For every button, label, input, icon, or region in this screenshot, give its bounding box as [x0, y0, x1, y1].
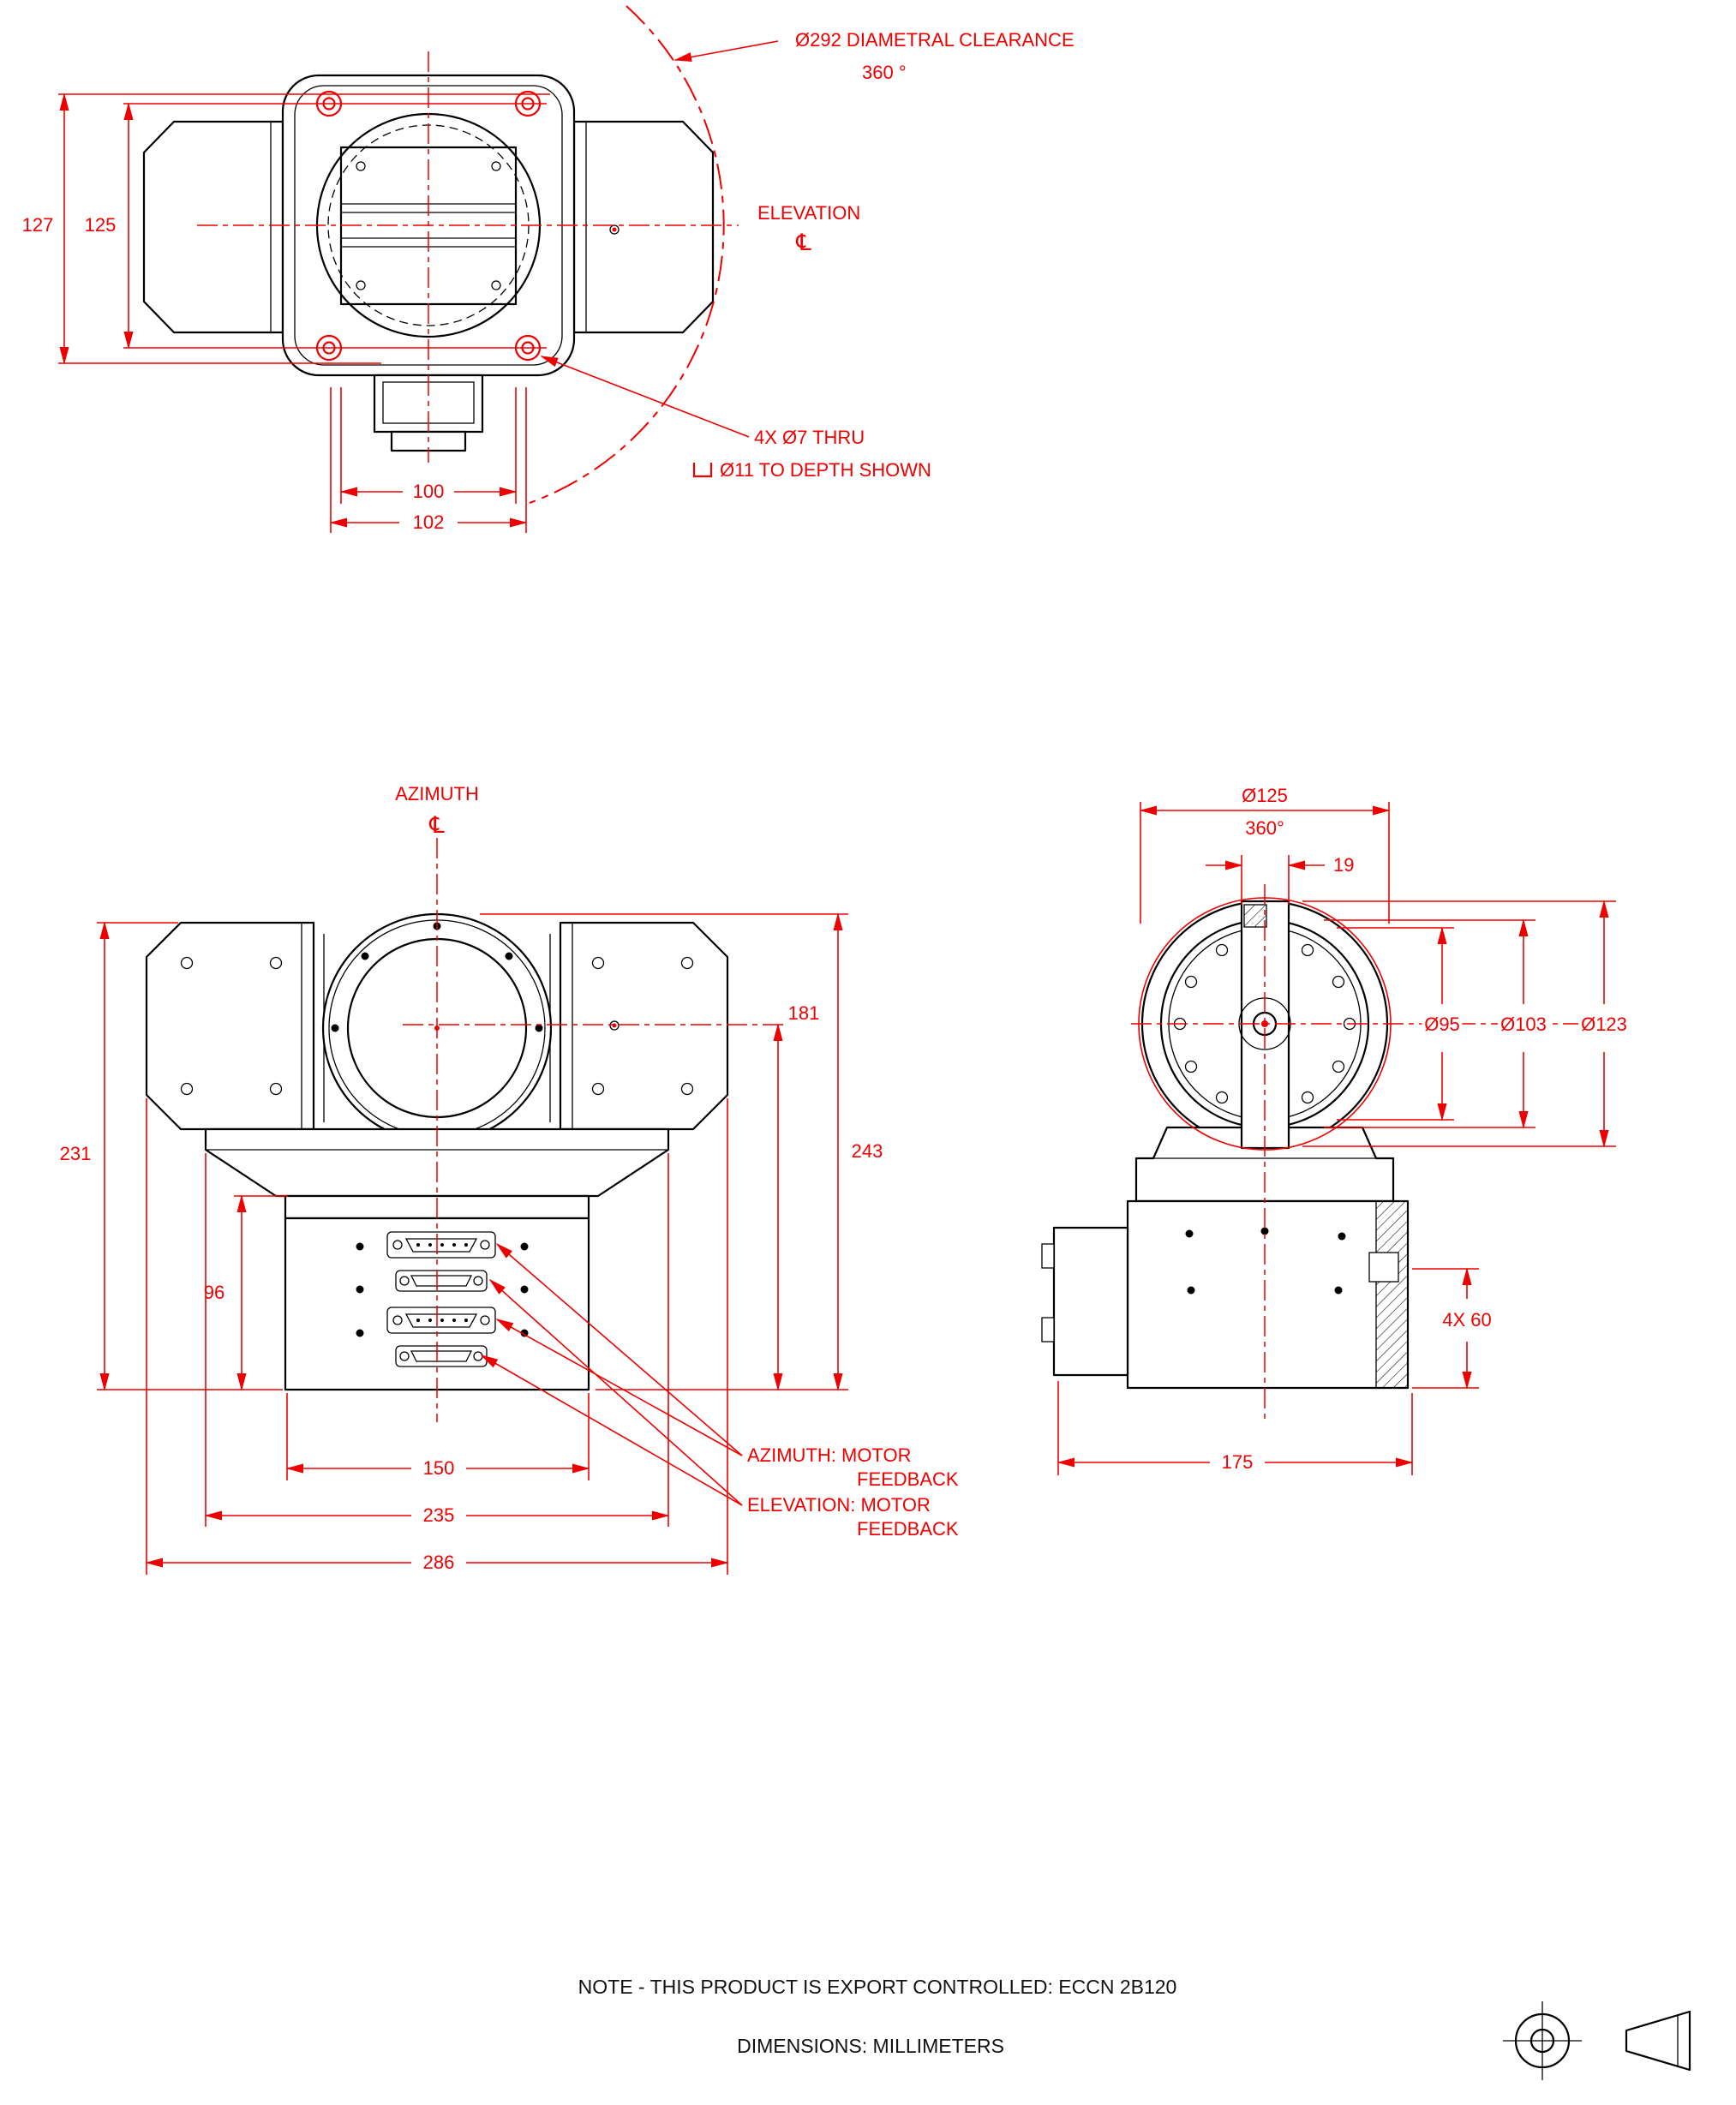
- export-control-note: NOTE - THIS PRODUCT IS EXPORT CONTROLLED…: [578, 1976, 1177, 1998]
- azimuth-feedback-label-line1: AZIMUTH: MOTOR: [747, 1444, 911, 1466]
- dim-231-label: 231: [60, 1143, 92, 1164]
- dim-125-label: 125: [85, 214, 117, 236]
- counterbore-icon: [692, 463, 713, 478]
- dim-150-label: 150: [423, 1457, 455, 1479]
- dim-243-label: 243: [852, 1140, 883, 1162]
- sheet-notes: NOTE - THIS PRODUCT IS EXPORT CONTROLLED…: [578, 1976, 1177, 2057]
- connector-2: [395, 1270, 488, 1292]
- clearance-label: Ø292 DIAMETRAL CLEARANCE: [795, 29, 1075, 51]
- holes-leader: [540, 356, 750, 438]
- dim-360-label: 360°: [1245, 817, 1284, 839]
- front-view-geometry: [145, 912, 729, 1391]
- dim-4x60-label: 4X 60: [1442, 1309, 1492, 1331]
- dim-d95-label: Ø95: [1424, 1014, 1460, 1035]
- elevation-feedback-leader-1: [488, 1278, 743, 1506]
- third-angle-projection-icon: [1503, 2001, 1691, 2080]
- dim-127-label: 127: [22, 214, 54, 236]
- dim-175-label: 175: [1222, 1451, 1254, 1473]
- top-view-centerlines: [197, 5, 739, 504]
- side-view: Ø125 360° 19 Ø95 Ø103 Ø123: [1041, 781, 1631, 1475]
- holes-note-line1: 4X Ø7 THRU: [754, 427, 865, 448]
- dim-d123-label: Ø123: [1581, 1014, 1627, 1035]
- plate-section-hatch: [1243, 904, 1267, 928]
- connector-3: [386, 1307, 496, 1334]
- front-view-dimensions: AZIMUTH ℄ 231 96 243 181 150: [60, 783, 959, 1575]
- azimuth-axis-label: AZIMUTH: [395, 783, 479, 804]
- elevation-feedback-label-line2: FEEDBACK: [857, 1518, 959, 1540]
- units-note: DIMENSIONS: MILLIMETERS: [737, 2035, 1004, 2057]
- clearance-angle-label: 360 °: [862, 62, 907, 83]
- dim-235-label: 235: [423, 1504, 455, 1526]
- dim-181-label: 181: [788, 1002, 820, 1024]
- elevation-centerline-symbol: ℄: [795, 230, 811, 255]
- azimuth-feedback-leader-2: [495, 1319, 743, 1456]
- top-view: 127 125 100 102 Ø292 DIAMETRAL CLEARANCE…: [22, 5, 1075, 533]
- side-view-centerlines: [1131, 884, 1626, 1424]
- elevation-feedback-leader-2: [480, 1354, 743, 1506]
- dim-286-label: 286: [423, 1552, 455, 1573]
- holes-note-line2: Ø11 TO DEPTH SHOWN: [720, 459, 931, 481]
- dim-100-label: 100: [413, 481, 445, 502]
- front-view: AZIMUTH ℄ 231 96 243 181 150: [60, 783, 959, 1575]
- top-view-dimensions: 127 125 100 102 Ø292 DIAMETRAL CLEARANCE…: [22, 29, 1075, 533]
- front-view-centerlines: [403, 838, 788, 1422]
- dim-96-label: 96: [204, 1282, 224, 1303]
- elevation-feedback-label-line1: ELEVATION: MOTOR: [747, 1494, 931, 1516]
- dim-19-label: 19: [1333, 854, 1354, 876]
- clearance-leader: [673, 40, 779, 63]
- dim-102-label: 102: [413, 511, 445, 533]
- connector-4: [395, 1345, 488, 1367]
- connector-1: [386, 1231, 496, 1259]
- side-view-dimensions: Ø125 360° 19 Ø95 Ø103 Ø123: [1057, 781, 1631, 1475]
- azimuth-feedback-label-line2: FEEDBACK: [857, 1468, 959, 1490]
- dim-d125-label: Ø125: [1242, 785, 1288, 806]
- clearance-arc: [529, 5, 725, 504]
- section-hatch: [1375, 1200, 1409, 1389]
- elevation-axis-label: ELEVATION: [757, 202, 860, 224]
- azimuth-feedback-leader-1: [495, 1242, 743, 1456]
- azimuth-centerline-symbol: ℄: [428, 812, 445, 838]
- dim-d103-label: Ø103: [1500, 1014, 1547, 1035]
